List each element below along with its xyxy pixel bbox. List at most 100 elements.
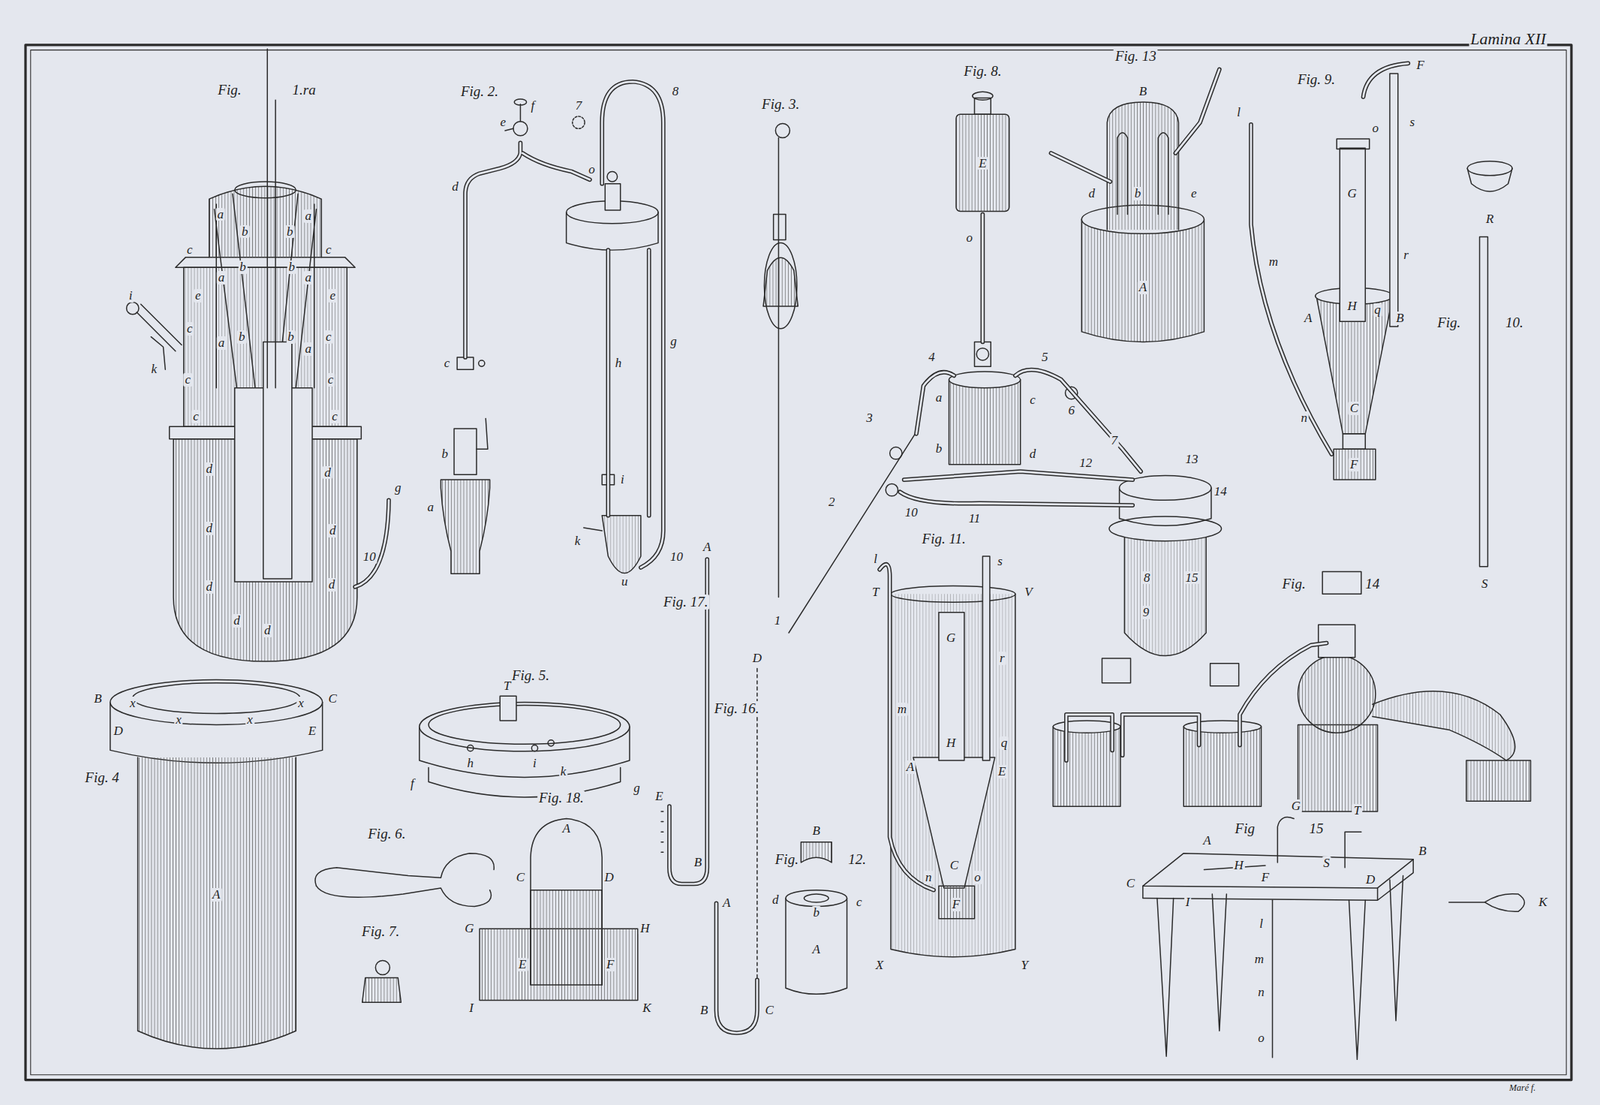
part-letter: e [499,115,509,130]
part-letter: A [1137,281,1149,295]
part-letter: F [1260,870,1271,885]
figure-label: Fig. 5. [510,667,551,683]
part-letter: a [934,390,945,405]
part-letter: D [603,870,616,885]
part-letter: h [466,756,476,770]
part-letter: V [1022,585,1034,599]
part-letter: b [240,225,250,239]
part-letter: E [996,764,1008,779]
part-letter: a [426,500,437,515]
part-letter: o [1256,1031,1267,1045]
part-letter: g [668,335,679,349]
part-letter: B [1394,311,1405,325]
part-letter: n [1256,985,1267,999]
part-letter: C [327,691,339,706]
part-letter: c [185,321,195,336]
figure-label: 1.ra [291,82,318,98]
part-letter: d [231,613,242,628]
part-letter: B [811,824,822,838]
part-letter: c [324,243,334,257]
part-letter: 4 [926,350,937,364]
part-letter: H [1233,858,1246,873]
part-letter: 8 [670,84,681,99]
part-letter: g [631,781,642,795]
part-letter: d [204,580,214,594]
part-letter: C [1124,877,1137,891]
part-letter: A [210,888,222,903]
figure-label: Fig. [1281,576,1308,592]
part-letter: G [1290,799,1303,813]
part-letter: E [306,724,318,738]
part-letter: B [92,691,103,706]
part-letter: C [763,1003,776,1017]
part-letter: T [1352,803,1363,818]
part-letter: I [1184,895,1192,909]
part-letter: 7 [1109,433,1120,448]
part-letter: d [327,523,338,538]
part-letter: o [964,231,975,245]
figure-label: Fig. 9. [1296,72,1337,88]
engraver-signature: Maré f. [1507,1082,1537,1093]
part-letter: e [327,288,337,303]
part-letter: H [638,921,651,936]
part-letter: n [923,870,934,885]
part-letter: 14 [1212,484,1229,499]
part-letter: 6 [1066,403,1077,418]
part-letter: c [326,372,336,387]
part-letter: a [215,207,226,222]
part-letter: d [1028,447,1038,461]
part-letter: k [150,362,160,376]
part-letter: x [128,696,138,710]
part-letter: I [467,1001,476,1015]
part-letter: x [245,712,255,727]
part-letter: e [1189,186,1199,201]
part-letter: b [287,260,298,274]
part-letter: c [185,243,195,257]
part-letter: b [812,905,822,920]
part-letter: c [191,409,201,424]
figure-label: 12. [846,851,868,867]
figure-label: Fig. 8. [962,63,1003,79]
part-letter: i [619,472,626,487]
part-letter: T [502,679,512,693]
part-letter: m [1253,952,1266,966]
part-letter: a [216,270,227,285]
part-letter: x [296,696,306,710]
part-letter: c [330,409,340,424]
figure-label: 10. [1503,315,1525,331]
part-letter: d [204,521,214,536]
plate-title: Lamina XII [1468,30,1548,48]
part-letter: 3 [864,412,875,426]
part-letter: C [1348,401,1360,416]
part-letter: l [1257,917,1265,931]
part-letter: H [944,736,957,750]
part-letter: C [514,870,527,885]
part-letter: K [640,1001,653,1015]
part-letter: 13 [1184,452,1200,467]
part-letter: 8 [1142,571,1152,585]
part-letter: E [653,789,665,804]
part-letter: r [1401,248,1411,262]
figure-label: Fig [1233,821,1257,837]
part-letter: b [934,442,945,456]
part-letter: l [1235,105,1243,120]
part-letter: d [322,466,333,480]
figure-label: Fig. 3. [760,96,801,112]
part-letter: b [1133,186,1143,201]
figure-label: Fig. 7. [360,923,401,939]
part-letter: a [303,209,313,223]
part-letter: T [870,585,881,599]
part-letter: R [1484,212,1495,226]
part-letter: c [324,330,334,344]
part-letter: s [995,554,1005,569]
part-letter: a [303,270,313,285]
part-letter: B [698,1003,710,1017]
part-letter: B [1137,84,1149,99]
part-letter: o [972,870,983,885]
part-letter: B [1416,844,1428,858]
part-letter: A [1302,311,1314,325]
part-letter: A [1201,833,1213,848]
figure-label: 14 [1363,576,1381,592]
part-letter: S [1479,577,1490,591]
